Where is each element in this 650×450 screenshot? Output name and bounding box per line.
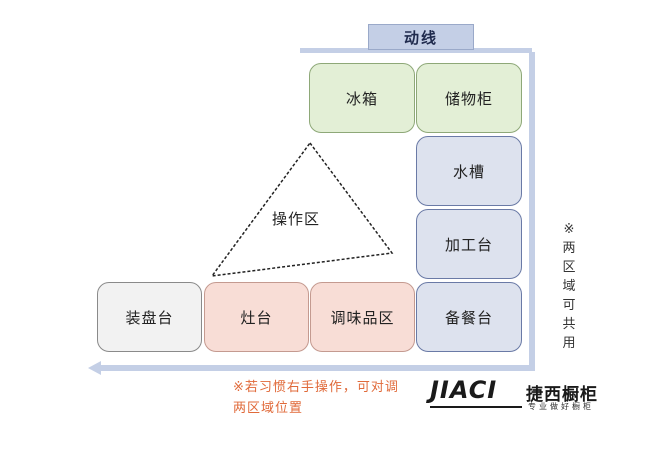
side-note: ※ 两 区 域 可 共 用 [558,220,580,353]
zone-stove: 灶台 [204,282,309,352]
logo-text-en: JIACI [430,376,498,404]
zone-sink: 水槽 [416,136,522,206]
triangle-label: 操作区 [272,210,321,228]
side-note-line: ※ [563,222,575,237]
side-note-line: 可 [562,298,576,313]
zone-serve: 备餐台 [416,282,522,352]
flow-title: 动线 [368,24,474,50]
zone-fridge: 冰箱 [309,63,415,133]
flow-line-bottom [100,365,535,371]
flow-line-right [529,52,535,370]
zone-seasoning: 调味品区 [310,282,415,352]
side-note-line: 域 [562,279,576,294]
zone-storage: 储物柜 [416,63,522,133]
side-note-line: 两 [562,241,576,256]
side-note-line: 区 [562,260,576,275]
flow-arrow-left-icon [88,361,101,375]
logo-tagline: 专业做好橱柜 [528,402,594,411]
zone-plating: 装盘台 [97,282,202,352]
side-note-line: 共 [562,317,576,332]
side-note-line: 用 [562,336,576,351]
bottom-note: ※若习惯右手操作，可对调两区域位置 [233,380,399,416]
zone-prep: 加工台 [416,209,522,279]
flow-line-top [300,48,532,53]
logo-text-cn: 捷西橱柜 [526,385,598,405]
logo-underline [430,406,522,408]
